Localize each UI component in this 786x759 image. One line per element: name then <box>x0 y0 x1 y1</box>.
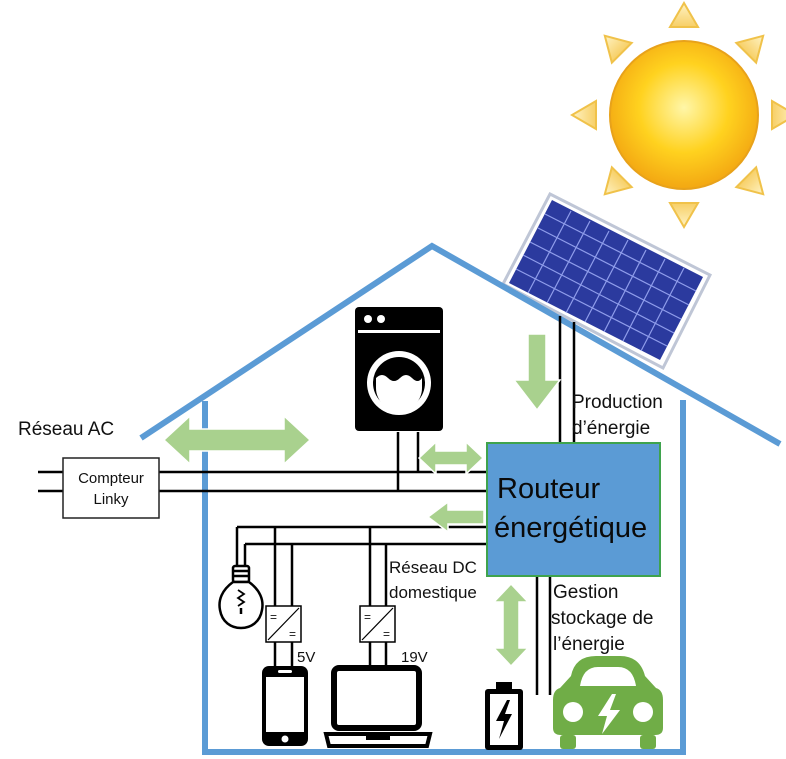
storage-exchange-arrow <box>492 582 530 668</box>
sun-icon <box>570 1 786 229</box>
storage-label-line3: l’énergie <box>553 634 625 655</box>
grid-label: Réseau AC <box>18 419 114 440</box>
phone-converter-in: = <box>270 610 277 624</box>
light-bulb-icon <box>218 564 264 630</box>
laptop-voltage-label: 19V <box>401 649 428 666</box>
production-label-line1: Production <box>572 392 663 413</box>
laptop-converter-out: = <box>383 627 390 641</box>
router-label-line1: Routeur <box>497 473 601 505</box>
router-label-line2: énergétique <box>494 512 647 544</box>
electric-car-icon <box>553 656 663 749</box>
grid-exchange-arrow <box>162 414 312 466</box>
phone-converter: = = <box>265 605 302 643</box>
laptop-icon <box>323 665 433 748</box>
house-outline <box>139 242 782 755</box>
washer-exchange-arrow <box>417 440 485 476</box>
production-label-line2: d’énergie <box>572 418 650 439</box>
phone-voltage-label: 5V <box>297 649 315 666</box>
storage-label-line2: stockage de <box>551 608 653 629</box>
smartphone-icon <box>262 666 308 746</box>
storage-label-line1: Gestion <box>553 582 618 603</box>
energy-router: Routeur énergétique <box>486 442 661 577</box>
laptop-converter-in: = <box>364 610 371 624</box>
washing-machine-icon <box>355 307 443 431</box>
laptop-converter: = = <box>359 605 396 643</box>
dc-network-label-line1: Réseau DC <box>389 558 477 577</box>
meter-label-line2: Linky <box>93 491 129 508</box>
meter-label-line1: Compteur <box>78 470 144 487</box>
production-arrow <box>512 333 562 412</box>
phone-converter-out: = <box>289 627 296 641</box>
linky-meter: Compteur Linky <box>62 457 160 519</box>
battery-icon <box>485 682 523 750</box>
solar-panel-icon <box>500 191 713 371</box>
flow-arrows <box>162 333 562 668</box>
dc-supply-arrow <box>426 500 485 534</box>
dc-network-label-line2: domestique <box>389 583 477 602</box>
